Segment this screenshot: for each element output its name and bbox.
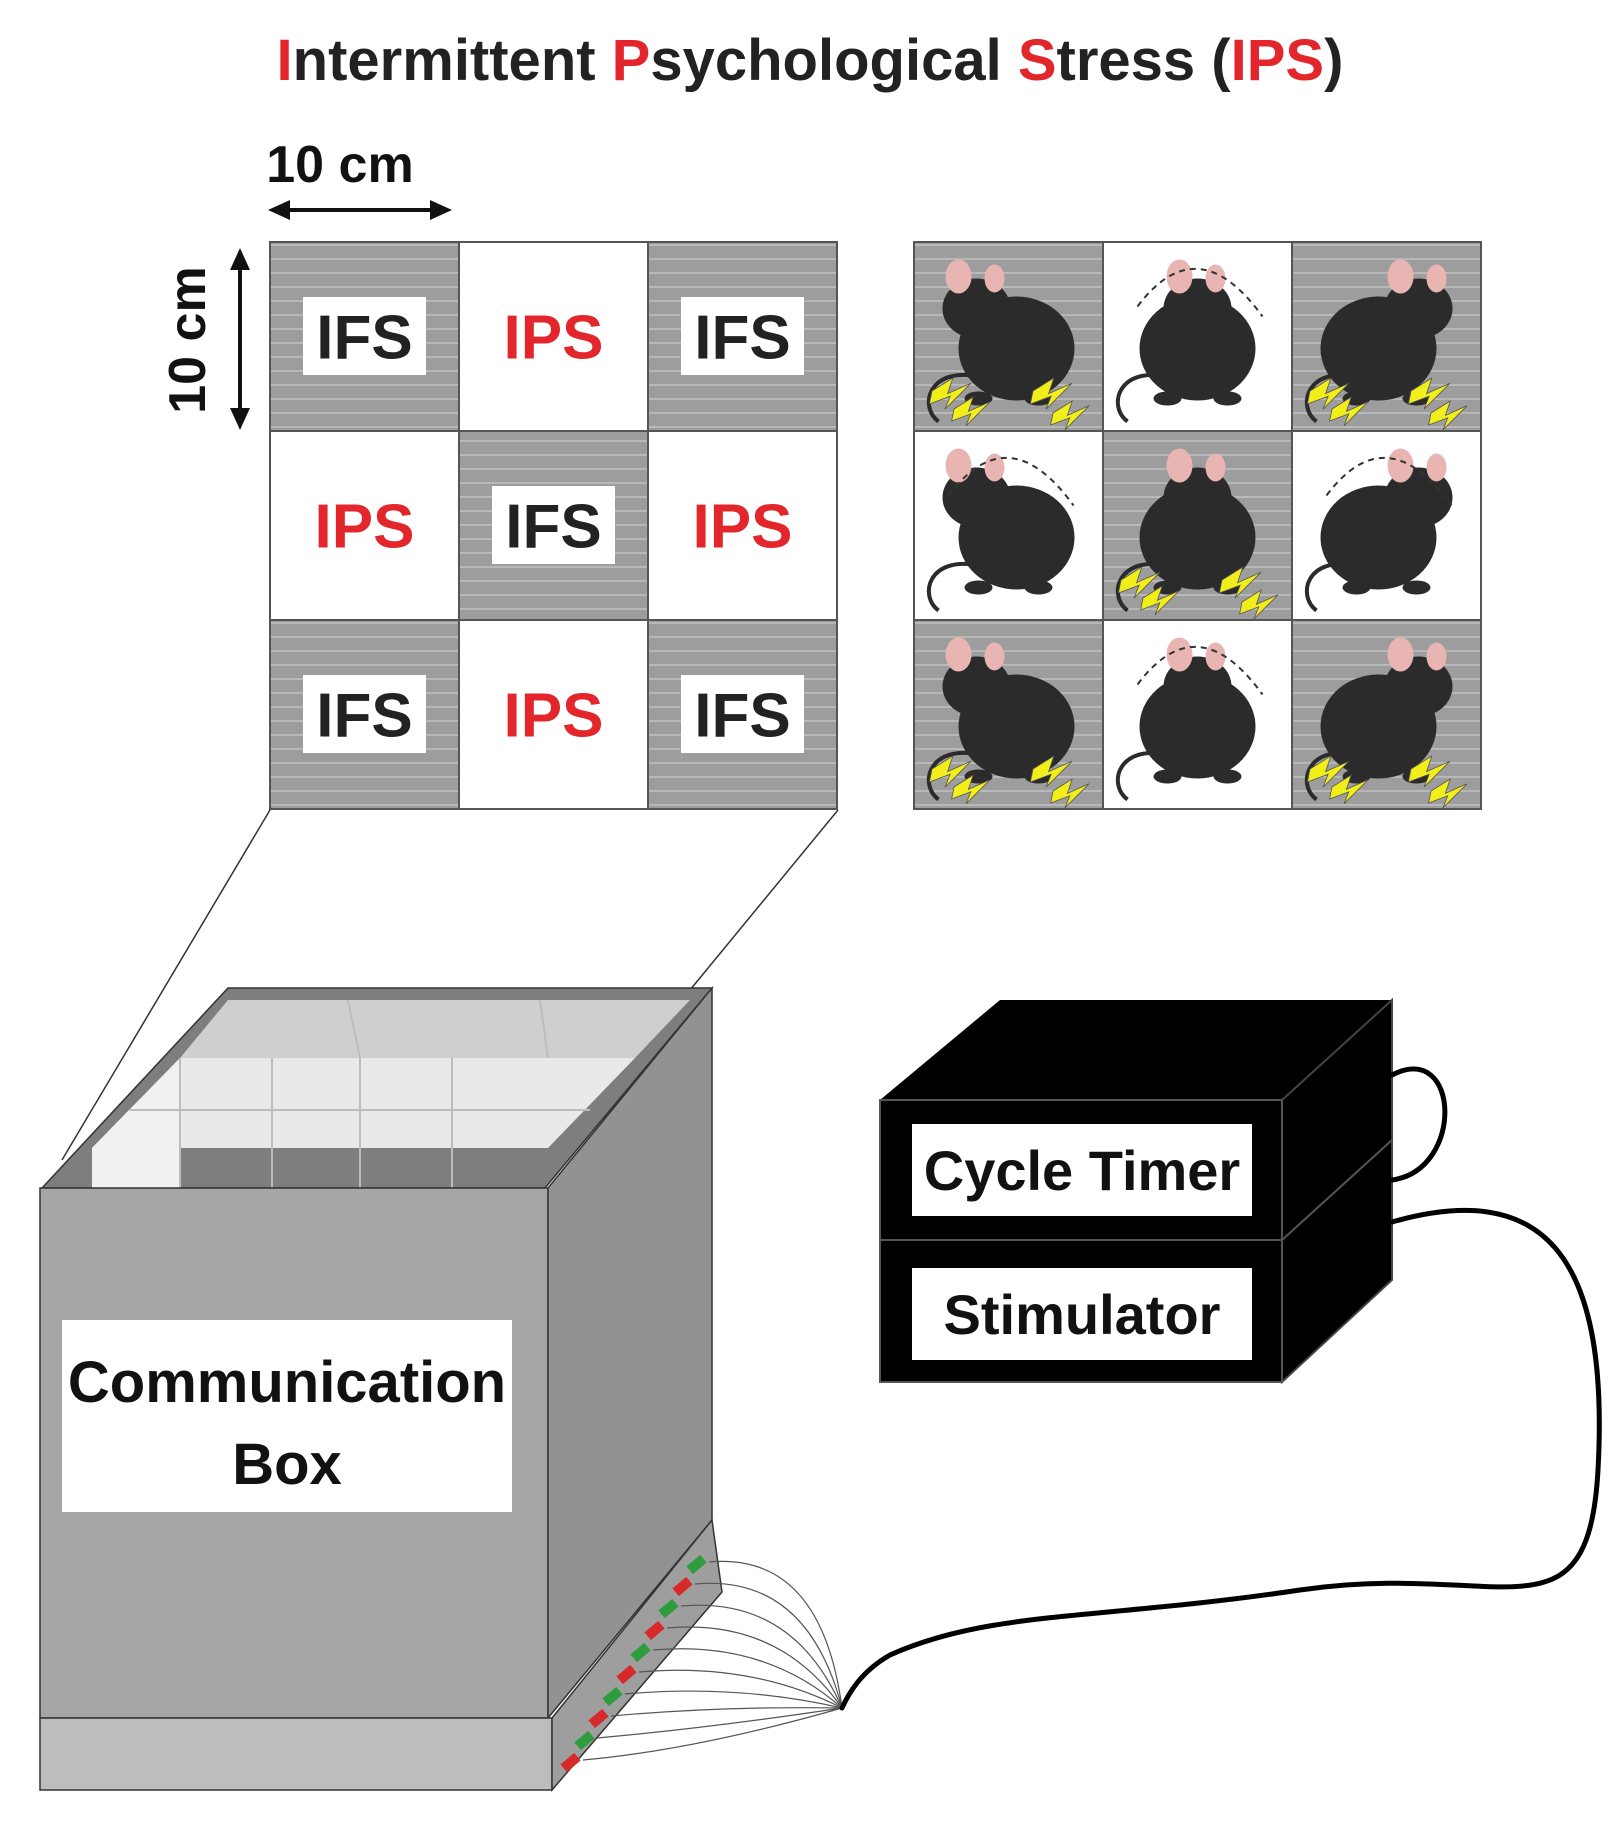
grid-cell-label: IPS bbox=[315, 493, 415, 562]
mouse-icon bbox=[1305, 448, 1453, 613]
electrode-plug bbox=[588, 1708, 609, 1729]
grid-cell-ifs: IFS bbox=[269, 619, 460, 810]
figure-title: Intermittent Psychological Stress (IPS) bbox=[277, 28, 1344, 93]
grid-cell-label: IFS bbox=[316, 682, 412, 751]
mouse-cell-ifs bbox=[1291, 241, 1482, 432]
title-segment: ) bbox=[1324, 28, 1343, 93]
electrode-plug bbox=[658, 1598, 679, 1619]
shock-bolt-icon bbox=[1140, 585, 1180, 616]
electrode-connectors bbox=[560, 1554, 843, 1773]
grid-cell-label: IPS bbox=[693, 493, 793, 562]
main-cable bbox=[839, 1207, 1602, 1711]
electrode-plug bbox=[574, 1730, 595, 1751]
box-label-panel bbox=[62, 1320, 512, 1512]
grid-cell-ips: IPS bbox=[458, 241, 649, 432]
title-segment: ntermittent bbox=[293, 28, 612, 93]
stimulator-panel bbox=[912, 1268, 1252, 1360]
mouse-cell-ips bbox=[913, 430, 1104, 621]
grid-cell-ifs: IFS bbox=[458, 430, 649, 621]
mouse-cell-ips bbox=[1102, 241, 1293, 432]
mouse-icon bbox=[927, 259, 1075, 424]
shock-bolt-icon bbox=[1407, 377, 1451, 410]
electrode-plug bbox=[630, 1642, 651, 1663]
vocalization-marks bbox=[1136, 268, 1264, 318]
stimulator-label: Stimulator bbox=[944, 1283, 1221, 1346]
mouse-icon bbox=[1116, 637, 1256, 802]
mouse-icon bbox=[1305, 637, 1453, 802]
shock-bolt-icon bbox=[1329, 774, 1369, 805]
shock-bolt-icon bbox=[1029, 755, 1073, 788]
mouse-cell-ifs bbox=[1102, 430, 1293, 621]
electrode-plug bbox=[602, 1686, 623, 1707]
title-segment: tress ( bbox=[1057, 28, 1232, 93]
cycle-timer-panel bbox=[912, 1124, 1252, 1216]
electrode-plug bbox=[644, 1620, 665, 1641]
mouse-icon bbox=[1305, 259, 1453, 424]
mouse-icon bbox=[1116, 259, 1256, 424]
height-dimension: 10 cm bbox=[159, 248, 250, 430]
electrode-plug bbox=[686, 1554, 707, 1575]
shock-bolt-icon bbox=[951, 774, 991, 805]
title-segment: P bbox=[612, 28, 651, 93]
cables bbox=[839, 1066, 1602, 1711]
grid-cell-ifs: IFS bbox=[647, 241, 838, 432]
grid-cell-label: IFS bbox=[316, 304, 412, 373]
shock-bolt-icon bbox=[1407, 755, 1451, 788]
electrode-plug bbox=[616, 1664, 637, 1685]
mouse-cell-ifs bbox=[913, 619, 1104, 810]
shock-bolt-icon bbox=[1050, 400, 1090, 431]
grid-cell-label: IPS bbox=[504, 682, 604, 751]
communication-box: Communication Box bbox=[39, 985, 723, 1793]
mouse-cell-ips bbox=[1291, 430, 1482, 621]
stimulator-device: Cycle Timer Stimulator bbox=[879, 997, 1393, 1385]
grid-cell-ips: IPS bbox=[458, 619, 649, 810]
shock-bolt-icon bbox=[1306, 377, 1350, 410]
shock-bolt-icon bbox=[928, 377, 972, 410]
grid-cell-label: IFS bbox=[694, 682, 790, 751]
mouse-cell-ifs bbox=[1291, 619, 1482, 810]
grid-cell-ifs: IFS bbox=[647, 619, 838, 810]
shock-bolt-icon bbox=[1428, 778, 1468, 809]
shock-bolt-icon bbox=[1029, 377, 1073, 410]
mouse-cell-ips bbox=[1102, 619, 1293, 810]
grid-cell-label: IFS bbox=[694, 304, 790, 373]
vocalization-marks bbox=[1136, 646, 1264, 696]
timer-loop-cable bbox=[1389, 1066, 1448, 1183]
shock-bolt-icon bbox=[1329, 396, 1369, 427]
zoom-lines bbox=[61, 809, 839, 1161]
height-label: 10 cm bbox=[159, 266, 217, 413]
vocalization-marks bbox=[947, 457, 1075, 507]
title-segment: S bbox=[1018, 28, 1057, 93]
shock-bolt-icon bbox=[951, 396, 991, 427]
vocalization-marks bbox=[1325, 457, 1453, 507]
electrode-plug bbox=[560, 1752, 581, 1773]
box-label-line2: Box bbox=[232, 1432, 342, 1497]
mouse-icon bbox=[927, 637, 1075, 802]
grid-cell-label: IFS bbox=[505, 493, 601, 562]
width-label: 10 cm bbox=[266, 136, 413, 194]
shock-bolt-icon bbox=[1306, 755, 1350, 788]
box-label-line1: Communication bbox=[68, 1350, 506, 1415]
shock-bolt-icon bbox=[1218, 566, 1262, 599]
mouse-cell-ifs bbox=[913, 241, 1104, 432]
title-segment: sychological bbox=[650, 28, 1017, 93]
grid-cell-label: IPS bbox=[504, 304, 604, 373]
shock-bolt-icon bbox=[928, 755, 972, 788]
title-segment: IPS bbox=[1231, 28, 1325, 93]
electrode-plug bbox=[672, 1576, 693, 1597]
shock-bolt-icon bbox=[1117, 566, 1161, 599]
mouse-layout-grid bbox=[913, 241, 1482, 810]
grid-cell-ifs: IFS bbox=[269, 241, 460, 432]
mouse-icon bbox=[927, 448, 1075, 613]
shock-bolt-icon bbox=[1428, 400, 1468, 431]
grid-cell-ips: IPS bbox=[269, 430, 460, 621]
shock-bolt-icon bbox=[1050, 778, 1090, 809]
cycle-timer-label: Cycle Timer bbox=[924, 1139, 1240, 1202]
title-segment: I bbox=[277, 28, 293, 93]
grid-cell-ips: IPS bbox=[647, 430, 838, 621]
floor-layout-grid: IFS IPS IFS IPS IFS IPS IFS IPS IFS bbox=[269, 241, 838, 810]
shock-bolt-icon bbox=[1239, 589, 1279, 620]
width-dimension: 10 cm bbox=[266, 136, 452, 220]
